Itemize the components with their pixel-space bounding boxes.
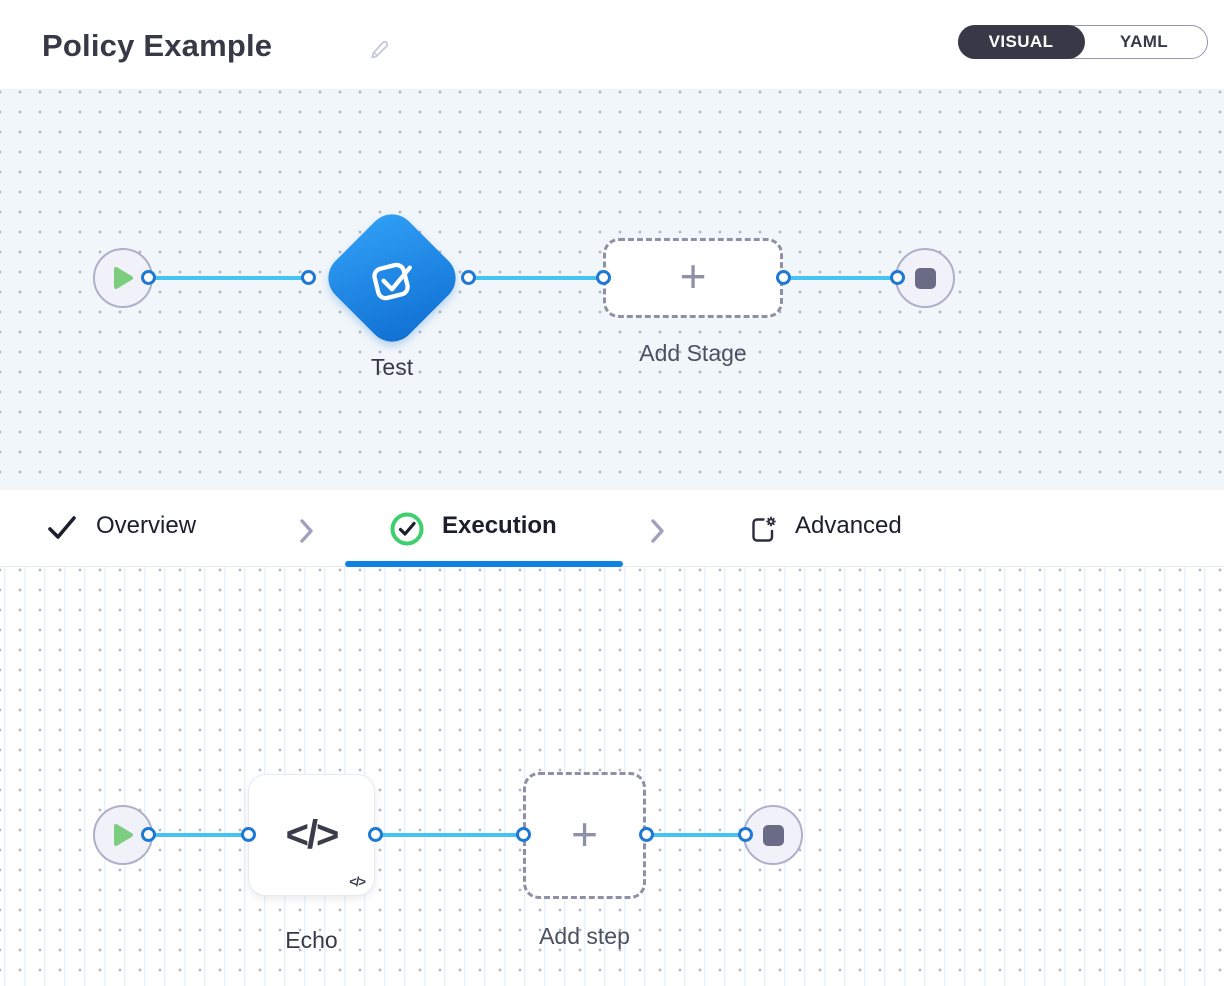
stop-icon <box>914 267 936 289</box>
stage-label: Test <box>370 354 414 380</box>
stop-icon <box>762 824 784 846</box>
chevron-right-icon <box>650 518 666 549</box>
visual-yaml-toggle: VISUAL YAML <box>957 24 1208 59</box>
execution-step-canvas[interactable]: </> </> Echo + Add step <box>0 567 1224 986</box>
step-label: Echo <box>285 927 338 953</box>
active-tab-indicator <box>345 561 623 567</box>
approval-check-icon <box>362 248 422 308</box>
plus-icon: + <box>679 250 707 302</box>
connector-endpoint[interactable] <box>890 270 905 285</box>
connector-endpoint[interactable] <box>368 827 383 842</box>
overview-check-icon[interactable] <box>46 514 78 549</box>
toggle-yaml[interactable]: YAML <box>1119 31 1169 51</box>
play-icon <box>114 824 133 846</box>
connector-line <box>468 276 603 280</box>
tab-advanced[interactable]: Advanced <box>795 512 902 539</box>
connector-endpoint[interactable] <box>241 827 256 842</box>
connector-line <box>148 276 308 280</box>
chevron-right-icon <box>299 518 315 549</box>
execution-start-node <box>93 805 153 865</box>
stage-config-tabbar: Overview Execution <box>0 490 1224 567</box>
tab-execution[interactable]: Execution <box>442 512 557 539</box>
code-icon: </> <box>285 812 340 857</box>
connector-endpoint[interactable] <box>141 827 156 842</box>
add-step-button[interactable]: + <box>523 772 646 899</box>
connector-line <box>375 833 523 837</box>
connector-endpoint[interactable] <box>461 270 476 285</box>
stage-canvas[interactable]: Test + Add Stage <box>0 90 1224 490</box>
pipeline-end-node <box>895 248 955 308</box>
connector-line <box>646 833 745 837</box>
header: Policy Example VISUAL YAML <box>0 0 1224 90</box>
connector-endpoint[interactable] <box>301 270 316 285</box>
edit-pencil-icon[interactable] <box>368 38 392 62</box>
connector-endpoint[interactable] <box>141 270 156 285</box>
connector-line <box>148 833 248 837</box>
add-stage-button[interactable]: + <box>603 238 783 318</box>
connector-endpoint[interactable] <box>776 270 791 285</box>
add-step-label: Add step <box>539 923 630 949</box>
tab-overview[interactable]: Overview <box>96 512 197 539</box>
add-stage-label: Add Stage <box>639 340 747 366</box>
plus-icon: + <box>571 807 598 860</box>
connector-endpoint[interactable] <box>738 827 753 842</box>
advanced-gear-icon[interactable] <box>747 514 779 551</box>
connector-endpoint[interactable] <box>596 270 611 285</box>
connector-line <box>790 276 897 280</box>
play-icon <box>114 267 133 289</box>
connector-endpoint[interactable] <box>516 827 531 842</box>
step-node-echo[interactable]: </> </> <box>248 774 375 896</box>
toggle-visual[interactable]: VISUAL <box>957 24 1085 59</box>
connector-endpoint[interactable] <box>639 827 654 842</box>
stage-node-test[interactable] <box>318 204 466 352</box>
execution-success-icon[interactable] <box>390 512 424 551</box>
page-title: Policy Example <box>42 28 273 63</box>
code-badge-icon: </> <box>349 874 366 889</box>
